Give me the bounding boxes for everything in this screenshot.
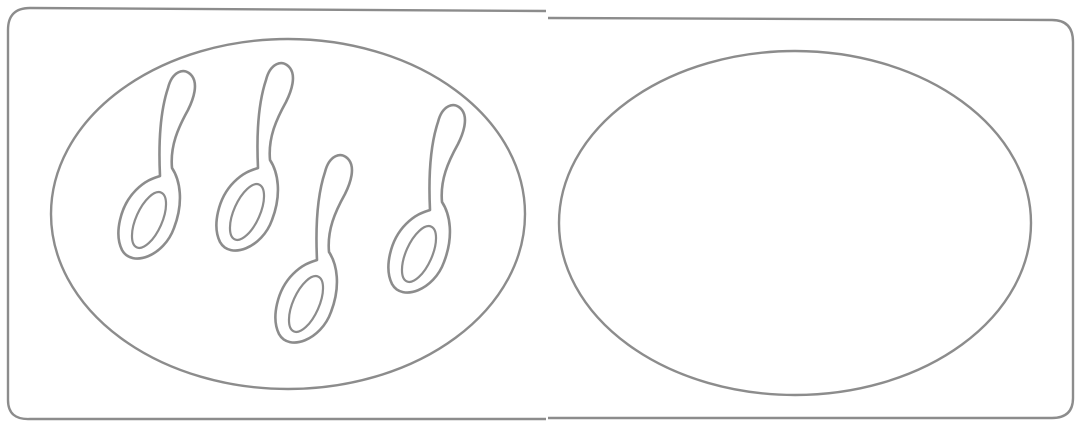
panel-right-frame	[548, 18, 1073, 418]
spoon-icon	[118, 71, 194, 258]
spoon-icon	[216, 63, 292, 250]
panel-right	[548, 18, 1073, 418]
panel-left	[8, 8, 546, 419]
spoon-icon	[388, 105, 464, 292]
right-ellipse	[559, 51, 1031, 395]
spoon-icon	[275, 155, 351, 342]
panel-left-frame	[8, 8, 546, 419]
